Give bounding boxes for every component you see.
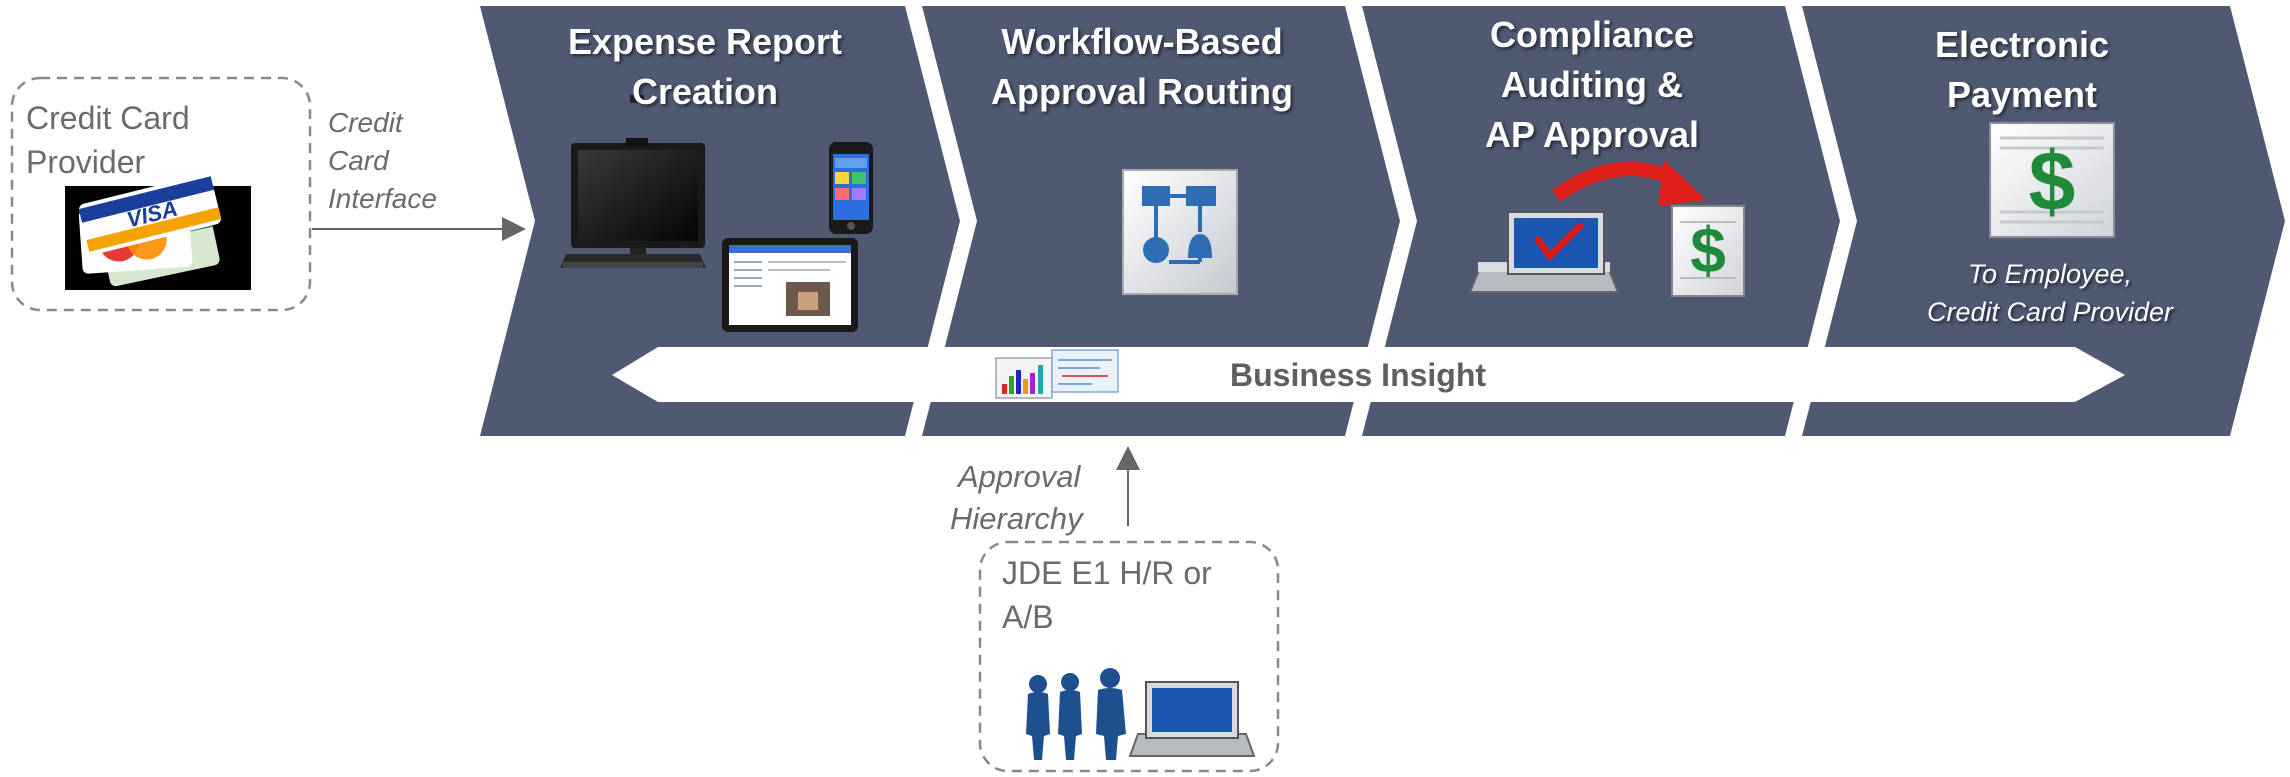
flowchart-icon [1122,169,1238,295]
dollar-document-icon: $ [1671,205,1745,297]
credit-cards-icon: VISA [65,173,251,290]
red-curved-arrow-icon [1551,160,1706,206]
payment-recipients-note: To Employee, Credit Card Provider [1926,259,2174,327]
stage-title-compliance: Compliance Auditing & AP Approval [1484,14,1700,155]
people-computer-icon [1026,668,1256,760]
stage-title-payment: Electronic Payment [1934,24,2110,115]
smartphone-icon [829,142,873,234]
tablet-icon [722,238,858,332]
credit-card-provider-label: Credit Card Provider [26,100,190,180]
stage-title-workflow: Workflow-Based Approval Routing [991,21,1293,112]
hr-source-label: JDE E1 H/R or A/B [1002,555,1212,635]
stage-title-expense: Expense Report Creation [567,21,843,112]
business-insight-label: Business Insight [1230,357,1487,393]
hr-source-box [978,540,1280,773]
business-insight-banner [612,347,2125,402]
credit-card-interface-label: Credit Card Interface [328,107,437,214]
desktop-monitor-icon [560,95,706,268]
dollar-document-icon: $ [1989,122,2115,238]
report-chart-icon [995,349,1119,399]
svg-text:$: $ [1690,214,1726,286]
svg-text:$: $ [2029,134,2076,228]
credit-card-provider-box [10,76,312,312]
audit-computer-icon [1468,211,1620,293]
approval-hierarchy-label: Approval Hierarchy [950,459,1083,536]
